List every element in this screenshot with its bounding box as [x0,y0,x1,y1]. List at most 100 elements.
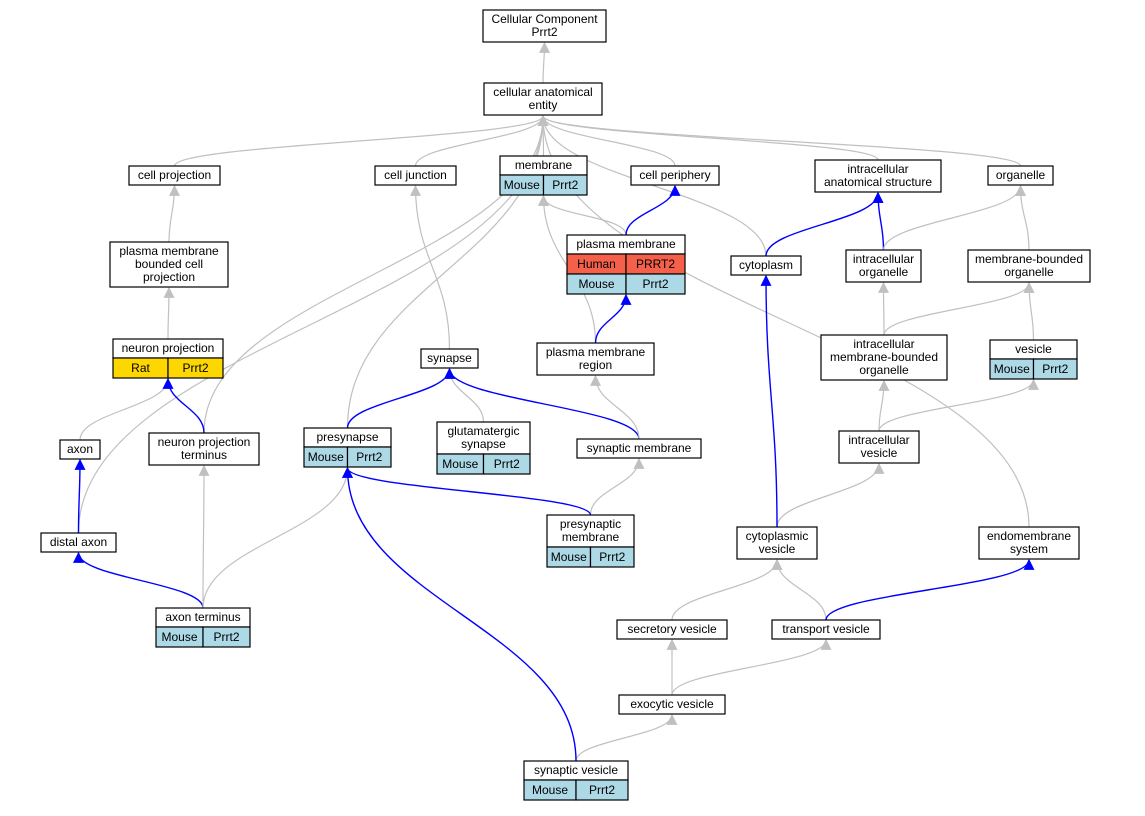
node-label: cytoplasm [739,258,793,272]
gene-label: Prrt2 [182,361,208,375]
node-box [616,619,728,640]
gene-label: Prrt2 [494,457,520,471]
edge-membrane-bounded-organelle-to-organelle [1015,184,1030,251]
node-label: neuron projection [158,435,251,449]
edge-exocytic-vesicle-to-transport-vesicle [671,638,832,696]
node-box [814,159,942,193]
node-cytoplasm: cytoplasm [730,255,802,276]
edge-axon-terminus-to-distal-axon [73,551,204,609]
node-box [736,526,818,560]
edge-intracellular-vesicle-to-vesicle [878,378,1039,432]
edge-axon-to-neuron-projection [79,377,174,441]
node-label: presynaptic [560,517,621,531]
node-label: secretory vesicle [627,622,717,636]
edge-endomembrane-system-to-cae [537,114,1030,528]
node-label: organelle [1004,265,1054,279]
species-label: Rat [131,361,150,375]
node-box [483,82,603,116]
edge-intracellular-organelle-to-organelle [882,184,1026,251]
edge-cytoplasm-to-cae [537,114,767,257]
node-box [436,421,531,455]
node-box [59,439,101,460]
node-label: projection [143,270,195,284]
edge-pm-region-to-plasma-membrane [594,293,632,344]
node-label: cell junction [384,168,447,182]
node-label: intracellular [853,337,914,351]
edge-synaptic-vesicle-to-exocytic-vesicle [575,713,678,762]
node-cell-projection: cell projection [128,165,221,186]
edge-synapse-to-cell-junction [410,184,451,350]
node-label: synaptic membrane [587,441,692,455]
edge-cell-projection-to-cae [173,114,549,167]
node-label: synaptic vesicle [534,763,618,777]
node-cell-junction: cell junction [374,165,457,186]
gene-label: Prrt2 [642,277,668,291]
edge-pm-bounded-cell-projection-to-cell-projection [168,184,180,243]
node-box [482,9,607,43]
node-label: cell projection [138,168,211,182]
node-axon: axon [59,439,101,460]
gene-label: Prrt2 [1042,362,1068,376]
node-distal-axon: distal axon [40,532,117,553]
node-label: cellular anatomical [493,85,592,99]
node-label: plasma membrane [576,237,676,251]
edge-cae-to-root [538,41,550,84]
node-secretory-vesicle: secretory vesicle [616,619,728,640]
node-box [420,348,479,369]
edge-vesicle-to-membrane-bounded-organelle [1023,281,1035,341]
edge-organelle-to-cae [537,114,1022,167]
node-cell-periphery: cell periphery [630,165,720,186]
node-label: plasma membrane [119,244,219,258]
node-label: membrane-bounded [975,252,1083,266]
node-label: plasma membrane [546,345,646,359]
node-label: system [1010,542,1048,556]
edge-cytoplasmic-vesicle-to-cytoplasm [760,274,778,528]
node-box [374,165,457,186]
edge-plasma-membrane-to-membrane [538,194,627,236]
species-label: Mouse [504,178,540,192]
node-label: neuron projection [122,341,215,355]
node-box [978,526,1080,560]
gene-cell [202,626,251,648]
node-label: intracellular [848,433,909,447]
node-exocytic-vesicle: exocytic vesicle [618,694,726,715]
species-label: Mouse [994,362,1030,376]
edge-synaptic-membrane-to-synapse [444,367,640,440]
node-box [771,619,881,640]
node-box [820,334,948,381]
gene-label: Prrt2 [213,630,239,644]
node-label: organelle [859,363,909,377]
node-label: terminus [181,448,227,462]
node-label: bounded cell [135,257,203,271]
node-label: distal axon [50,535,107,549]
edge-cytoplasmic-vesicle-to-intracellular-vesicle [776,462,885,528]
gene-label: Prrt2 [599,550,625,564]
gene-cell [482,453,531,475]
node-transport-vesicle: transport vesicle [771,619,881,640]
node-box [838,430,920,464]
node-label: Prrt2 [531,25,557,39]
edge-axon-terminus-to-presynapse [202,466,353,609]
node-label: synapse [461,437,506,451]
node-synapse: synapse [420,348,479,369]
node-label: cell periphery [639,168,710,182]
species-label: Human [577,257,616,271]
node-label: presynapse [316,430,378,444]
gene-cell [589,546,635,568]
node-box [730,255,802,276]
